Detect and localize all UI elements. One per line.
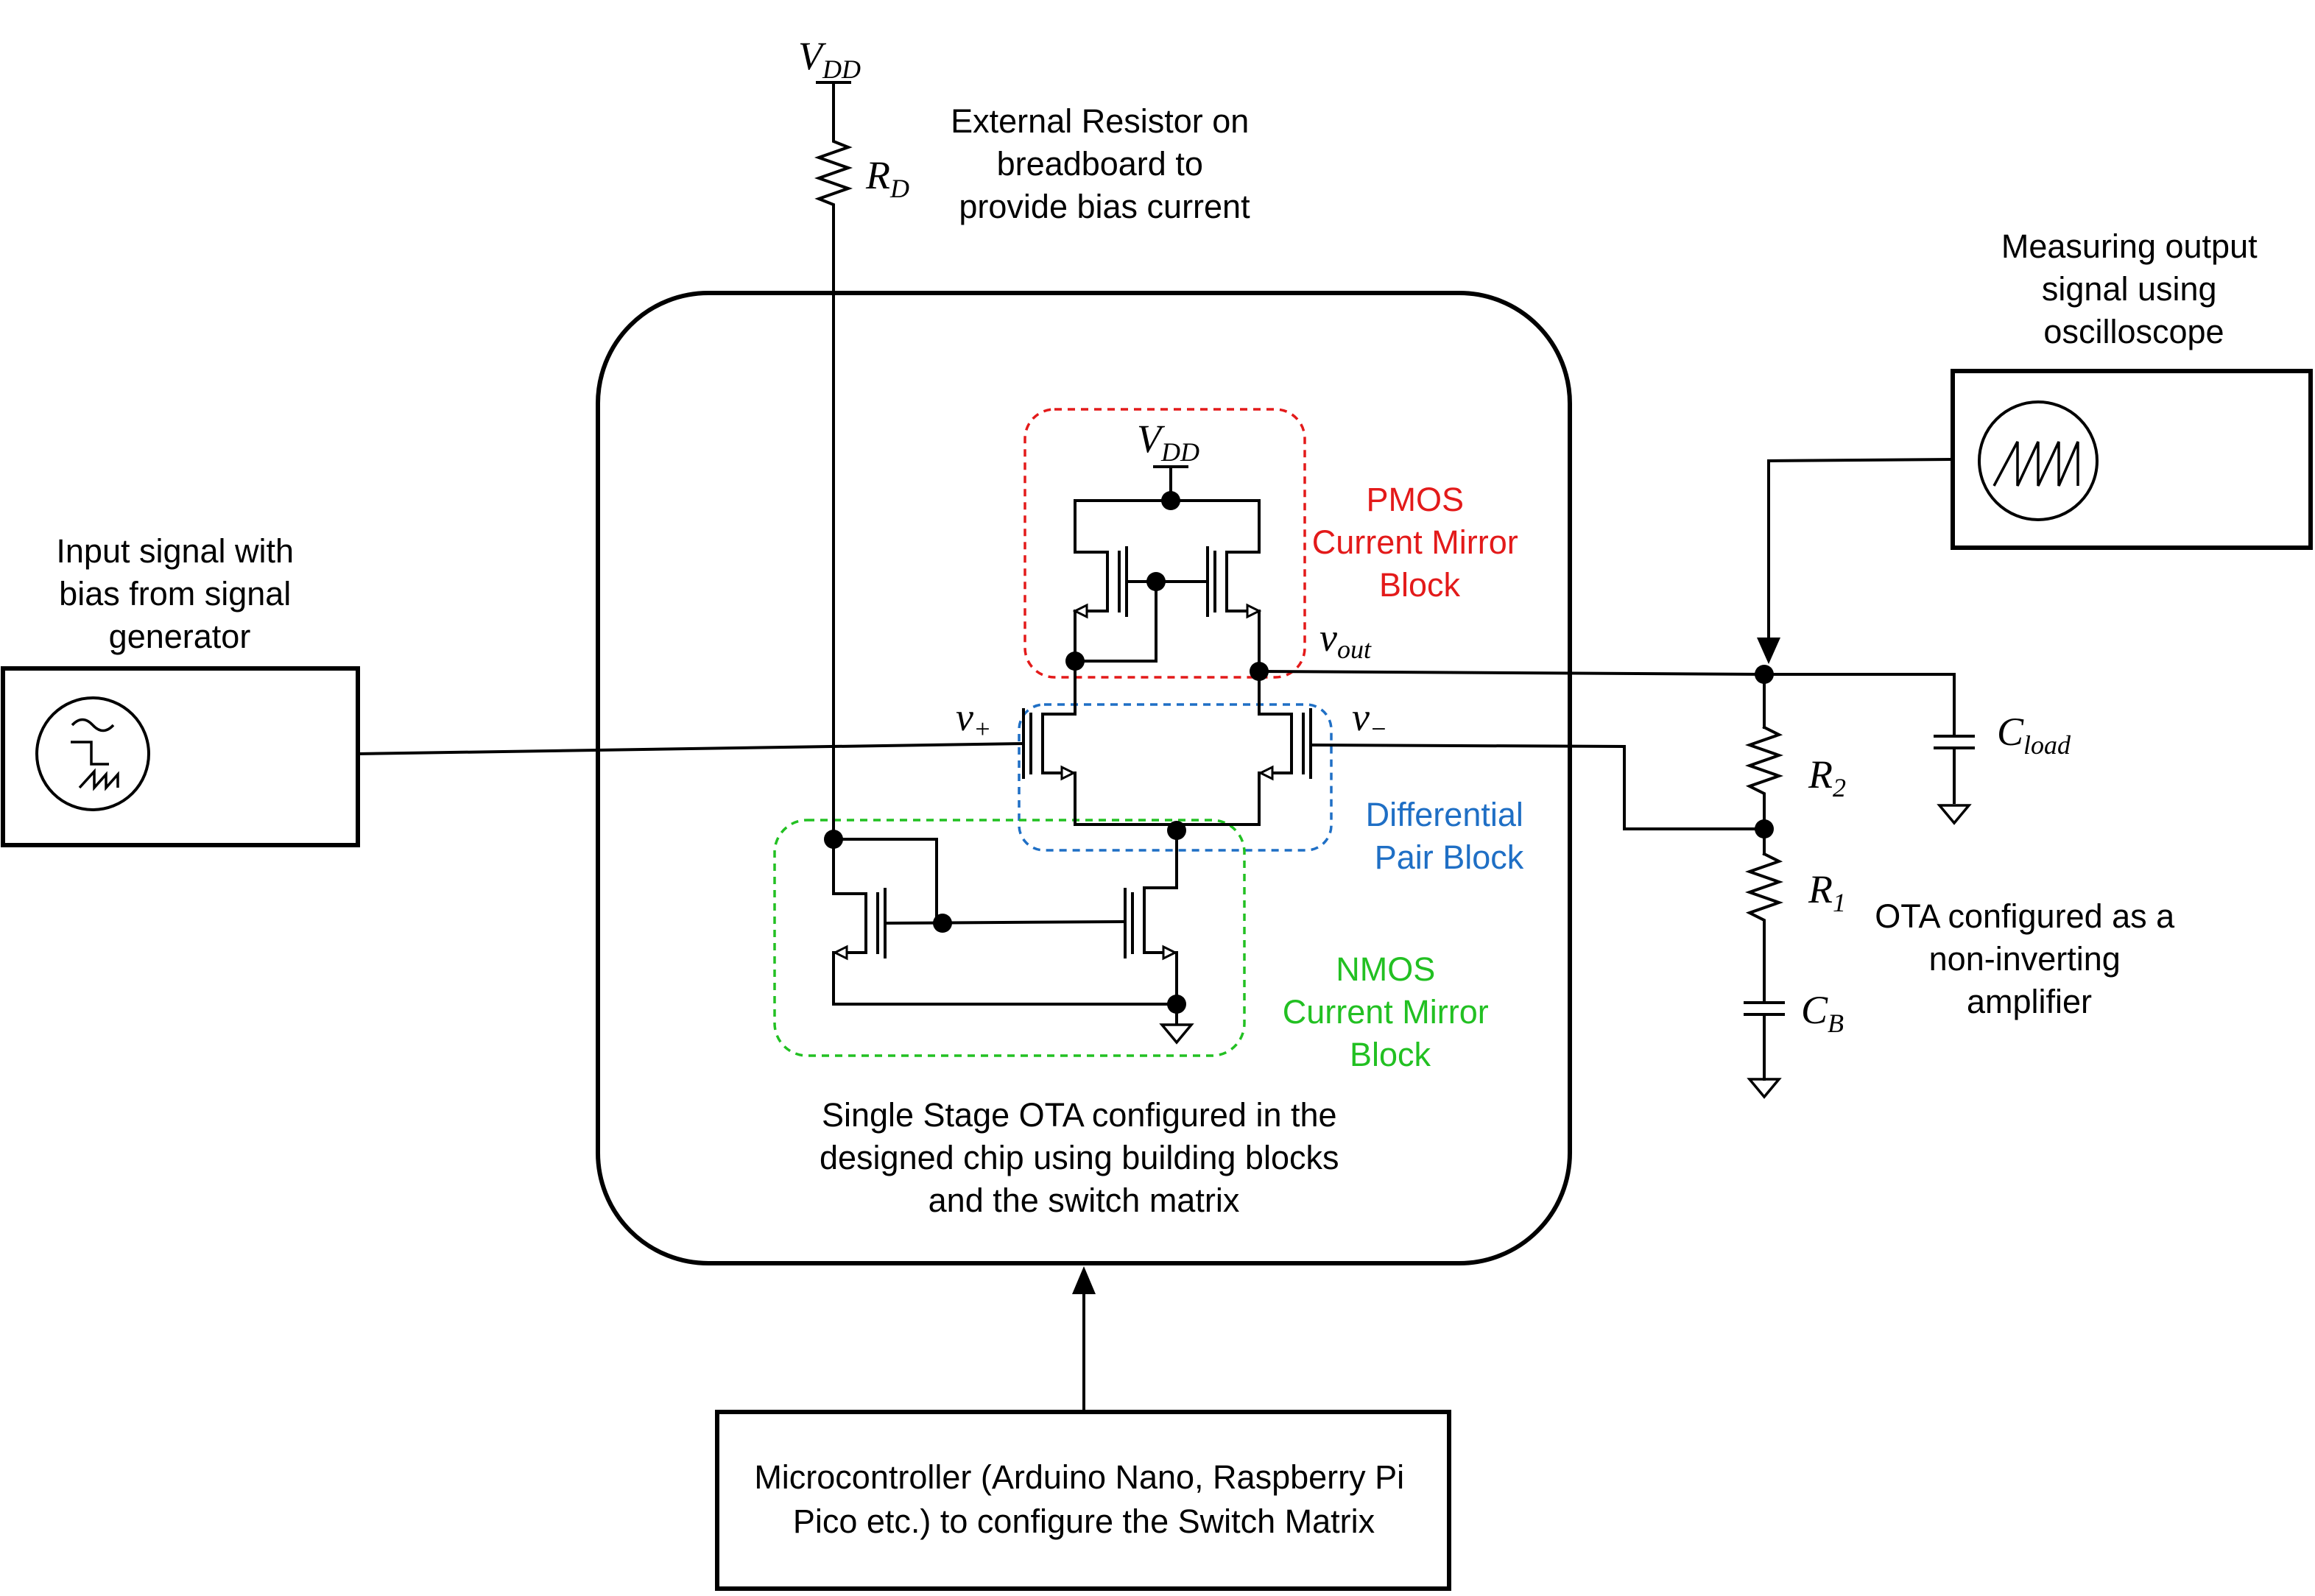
vout-output-wire — [1257, 669, 1956, 738]
r2-symbol: R2 — [1808, 752, 1846, 802]
nmos-diff-transistor-left — [1022, 702, 1077, 826]
nmos-mirror-transistor-right — [1124, 886, 1178, 1006]
resistor-r1 — [1744, 852, 1784, 1004]
resistor-rd — [814, 135, 853, 215]
nmos-ground-icon — [1159, 1003, 1194, 1045]
chip-description: Single Stage OTA configured in the desig… — [820, 1096, 1348, 1219]
vplus-symbol: v+ — [956, 695, 991, 744]
nmos-diff-transistor-right — [1258, 702, 1312, 826]
vminus-feedback-wire — [1308, 743, 1766, 830]
cload-symbol: Cload — [1997, 710, 2071, 760]
diff-block-outline — [1018, 703, 1333, 852]
rd-symbol: RD — [865, 153, 909, 203]
scope-probe-wire — [1767, 457, 1955, 649]
rd-note: External Resistor on breadboard to provi… — [951, 102, 1258, 225]
cb-ground-icon — [1747, 1067, 1782, 1099]
top-vdd-supply — [816, 81, 851, 138]
nmos-gate-node — [933, 914, 952, 933]
nmos-mirror-transistor-left — [832, 838, 887, 1006]
cb-symbol: CB — [1801, 988, 1844, 1038]
r1-symbol: R1 — [1808, 867, 1846, 917]
nmos-block-outline — [773, 819, 1246, 1057]
capacitor-cload — [1934, 735, 1975, 804]
ota-config-note: OTA configured as a non-inverting amplif… — [1875, 897, 2183, 1020]
scope-probe-arrowhead — [1757, 638, 1780, 664]
diff-block-label: Differential Pair Block — [1366, 796, 1533, 876]
vout-symbol: vout — [1319, 615, 1372, 664]
chip-boundary — [596, 291, 1572, 1265]
pmos-transistor-right — [1206, 546, 1262, 619]
microcontroller-label: Microcontroller (Arduino Nano, Raspberry… — [754, 1458, 1413, 1540]
oscilloscope-icon — [1978, 400, 2099, 521]
nmos-block-label: NMOS Current Mirror Block — [1283, 950, 1498, 1073]
microcontroller-box — [715, 1410, 1451, 1591]
cload-ground-icon — [1937, 804, 1972, 825]
scope-note: Measuring output signal using oscillosco… — [2001, 227, 2266, 350]
resistor-r2 — [1744, 725, 1784, 830]
signal-generator-icon — [35, 696, 150, 811]
capacitor-cb — [1744, 1001, 1785, 1070]
vdd-top-symbol: VDD — [798, 34, 861, 84]
vminus-symbol: v− — [1352, 695, 1387, 744]
vplus-input-wire — [356, 741, 1026, 756]
pmos-block-label: PMOS Current Mirror Block — [1312, 481, 1528, 604]
vdd-inner-symbol: VDD — [1137, 417, 1199, 467]
input-note: Input signal with bias from signal gener… — [56, 532, 303, 655]
mcu-control-arrowhead — [1072, 1266, 1096, 1294]
pmos-diode-node — [1065, 652, 1085, 671]
pmos-transistor-left — [1072, 546, 1128, 619]
pmos-block-outline — [1023, 408, 1306, 679]
